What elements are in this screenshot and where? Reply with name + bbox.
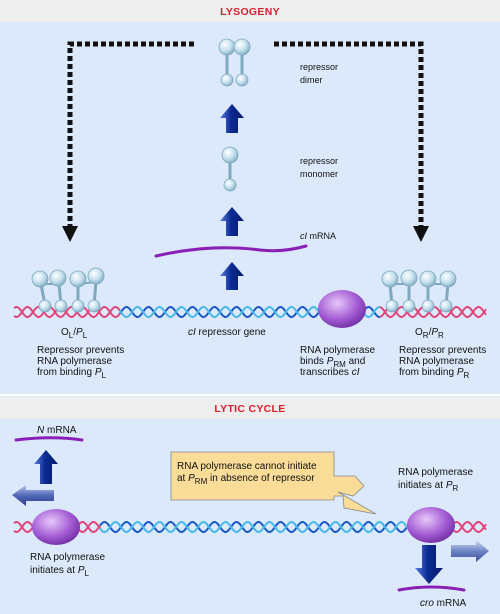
ci-mrna-label: cI mRNA xyxy=(300,231,336,241)
n-mrna-label: N mRNA xyxy=(37,425,77,436)
cro-mrna-label: cro mRNA xyxy=(420,598,466,609)
lytic-left-note: RNA polymerase initiates at PL xyxy=(30,552,108,578)
ol-pl-label: OL/PL xyxy=(61,327,88,340)
lysogeny-right-note: Repressor prevents RNA polymerase from b… xyxy=(399,345,489,380)
prm-callout-text: RNA polymerase cannot initiate at PRM in… xyxy=(177,461,319,486)
prm-callout xyxy=(170,451,377,515)
rna-polymerase-pr xyxy=(407,507,455,543)
dna-strand-a-segment xyxy=(13,306,121,318)
n-mrna-strand xyxy=(14,436,84,442)
dna-strand-a-segment xyxy=(99,521,411,533)
lysogeny-center-note: RNA polymerase binds PRM and transcribes… xyxy=(300,345,378,378)
lysogeny-left-note: Repressor prevents RNA polymerase from b… xyxy=(37,345,127,380)
or-pr-label: OR/PR xyxy=(415,327,444,340)
repressors-at-ol xyxy=(31,267,105,313)
lysogeny-title-bar xyxy=(0,0,500,22)
dna-strand-b-segment xyxy=(379,306,487,318)
repressor-dimer-label: repressor dimer xyxy=(300,62,341,85)
up-arrow-monomer xyxy=(220,207,244,236)
leftward-transcription-arrow xyxy=(12,485,54,506)
ci-mrna-strand xyxy=(154,244,308,258)
lytic-title-bar xyxy=(0,397,500,419)
n-mrna-up-arrow xyxy=(34,450,58,484)
feedback-arrow-left xyxy=(62,41,194,242)
up-arrow-dimer xyxy=(220,104,244,133)
lysogeny-title: LYSOGENY xyxy=(220,6,280,18)
repressor-monomer xyxy=(221,146,239,192)
cro-mrna-strand xyxy=(397,585,466,592)
feedback-arrow-right xyxy=(274,41,429,242)
lytic-panel xyxy=(0,396,500,614)
repressor-monomer-label: repressor monomer xyxy=(300,156,341,179)
ci-gene-label: cI repressor gene xyxy=(188,327,266,338)
rna-polymerase-prm xyxy=(318,290,366,328)
lytic-title: LYTIC CYCLE xyxy=(214,403,285,415)
rna-polymerase-pl xyxy=(32,509,80,545)
lysogeny-panel xyxy=(0,0,500,394)
rightward-transcription-arrow xyxy=(451,540,489,562)
dna-strand-b-segment xyxy=(99,521,411,533)
lytic-right-note: RNA polymerase initiates at PR xyxy=(398,467,476,493)
repressor-dimer xyxy=(218,38,251,87)
dna-strand-b-segment xyxy=(13,306,121,318)
cro-mrna-down-arrow xyxy=(415,545,443,584)
up-arrow-mrna xyxy=(220,262,244,290)
repressors-at-or xyxy=(381,269,457,313)
